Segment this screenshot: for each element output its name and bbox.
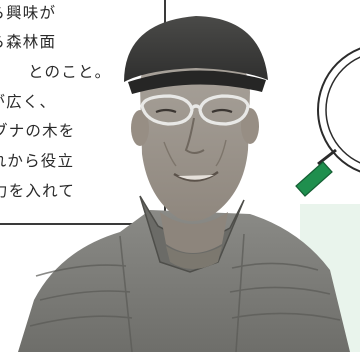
article-line: 力を入れて [0, 182, 76, 200]
article-line: 国から森林面 [0, 33, 57, 51]
cap [124, 16, 268, 82]
article-line: 前から興味が [0, 4, 57, 22]
face [140, 52, 250, 222]
glasses [140, 94, 250, 126]
article-line: とのこと。 [28, 63, 112, 81]
article-line: ブナの木を [0, 122, 76, 140]
article-line: 面積が広く、 [0, 93, 57, 111]
article-line: これから役立 [0, 152, 75, 170]
frame-horizontal-line [0, 223, 165, 225]
